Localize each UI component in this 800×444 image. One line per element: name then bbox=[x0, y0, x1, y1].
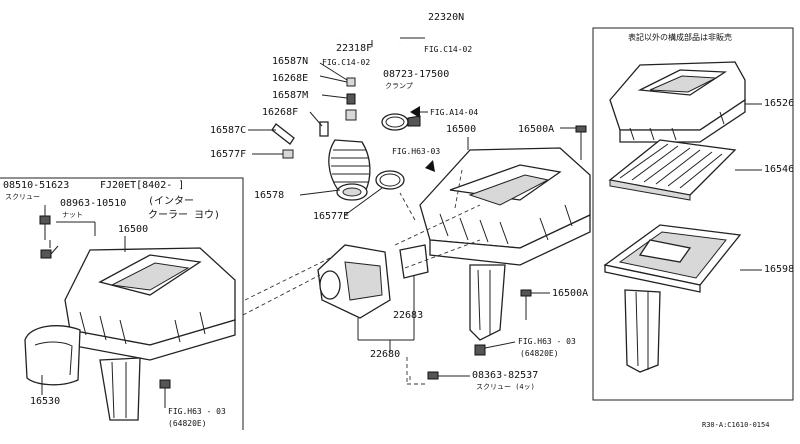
label-fig-h63-03-right: FIG.H63 - 03 bbox=[518, 337, 576, 346]
air-cleaner-16500-left bbox=[64, 247, 236, 421]
label-screw: スクリュー bbox=[5, 193, 40, 201]
label-16587c: 16587C bbox=[210, 125, 247, 136]
clamp-16577e bbox=[375, 170, 405, 190]
cover-16526 bbox=[609, 61, 746, 143]
cover-16530 bbox=[24, 325, 81, 386]
label-22318f: 22318F bbox=[336, 43, 373, 54]
label-08963-10510: 08963-10510 bbox=[60, 198, 127, 209]
label-clamp: クランプ bbox=[385, 82, 413, 90]
label-fig-c14-02-top: FIG.C14-02 bbox=[424, 45, 473, 54]
label-16587m: 16587M bbox=[272, 90, 309, 101]
label-fig-h63-03-left: FIG.H63 - 03 bbox=[168, 407, 226, 416]
label-fig-h63-03-mid: FIG.H63-03 bbox=[392, 147, 441, 156]
lower-case-16598 bbox=[603, 224, 742, 373]
label-64820e-left: (64820E) bbox=[168, 419, 207, 428]
clamp-08723 bbox=[381, 113, 421, 131]
label-intercooler-note: (インター bbox=[148, 196, 195, 207]
not-sold-note: 表記以外の構成部品は非販売 bbox=[628, 33, 732, 42]
label-64820e-right: (64820E) bbox=[520, 349, 559, 358]
label-intercooler-note2: クーラー ヨウ) bbox=[148, 210, 221, 221]
label-16530: 16530 bbox=[30, 396, 61, 407]
filter-element-16546 bbox=[608, 139, 737, 201]
label-16500-top: 16500 bbox=[446, 124, 477, 135]
label-16598: 16598 bbox=[764, 264, 795, 275]
bolt-16500a-mid bbox=[520, 289, 532, 320]
label-16500-left: 16500 bbox=[118, 224, 149, 235]
screw-08363 bbox=[427, 371, 439, 380]
label-16500a-mid: 16500A bbox=[552, 288, 589, 299]
label-08363-82537: 08363-82537 bbox=[472, 370, 539, 381]
label-16578: 16578 bbox=[254, 190, 285, 201]
label-22683: 22683 bbox=[393, 310, 424, 321]
air-flow-meter-22680 bbox=[317, 244, 429, 319]
label-16500a-top: 16500A bbox=[518, 124, 555, 135]
label-16546: 16546 bbox=[764, 164, 795, 175]
label-fig-c14-02-left: FIG.C14-02 bbox=[322, 58, 371, 67]
bolt-16500a-top bbox=[575, 125, 587, 160]
label-nut: ナット bbox=[62, 211, 83, 219]
diagram-code: R30-A:C1610-0154 bbox=[702, 421, 770, 429]
label-16587n: 16587N bbox=[272, 56, 309, 67]
fittings-column bbox=[271, 77, 357, 159]
label-fig-a14-04: FIG.A14-04 bbox=[430, 108, 479, 117]
air-cleaner-16500-center bbox=[419, 147, 591, 341]
label-16577f: 16577F bbox=[210, 149, 247, 160]
left-inset-box bbox=[0, 177, 244, 430]
label-16526: 16526 bbox=[764, 98, 795, 109]
label-16577e: 16577E bbox=[313, 211, 350, 222]
air-duct-16578 bbox=[328, 139, 371, 201]
label-22320n: 22320N bbox=[428, 12, 465, 23]
screw-08510 bbox=[39, 215, 51, 240]
label-screw-qty: スクリュー (4ッ) bbox=[476, 383, 535, 391]
label-16268e: 16268E bbox=[272, 73, 309, 84]
clip-64820e-left bbox=[159, 379, 171, 389]
label-engine-note: FJ20ET[8402- ] bbox=[100, 180, 185, 191]
nut-08963 bbox=[40, 249, 52, 259]
label-08723-17500: 08723-17500 bbox=[383, 69, 450, 80]
hose-22320n bbox=[339, 32, 401, 46]
clip-64820e-right bbox=[474, 344, 486, 356]
label-16268f: 16268F bbox=[262, 107, 299, 118]
label-08510-51623: 08510-51623 bbox=[3, 180, 70, 191]
label-22680: 22680 bbox=[370, 349, 401, 360]
inset-box bbox=[592, 27, 794, 401]
